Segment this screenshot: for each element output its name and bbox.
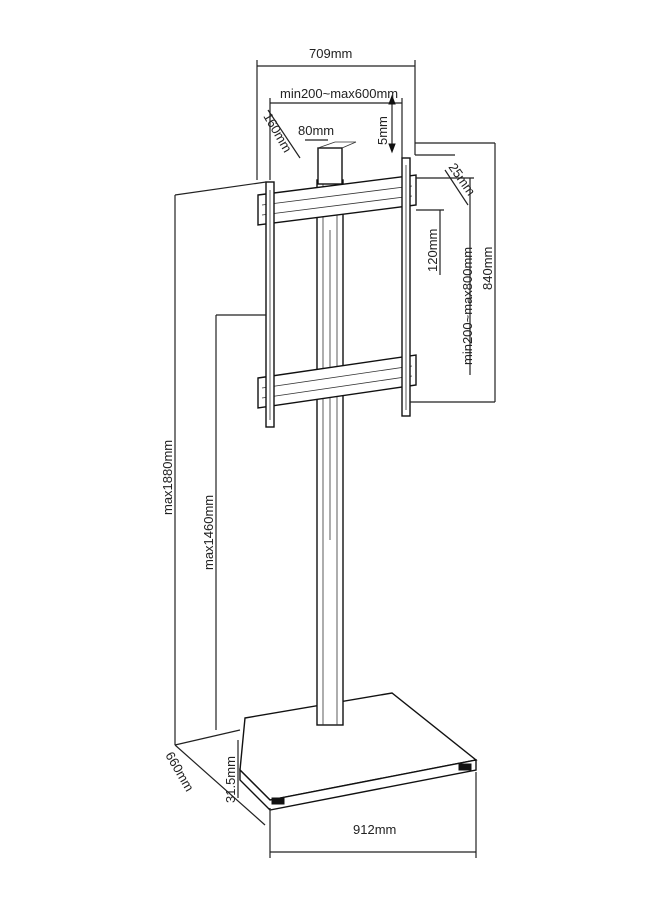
column bbox=[316, 141, 357, 726]
label-base-thickness: 31.5mm bbox=[223, 756, 238, 803]
label-plate-width: 709mm bbox=[309, 46, 352, 61]
upper-crossbar bbox=[257, 174, 417, 226]
label-arm-width: 80mm bbox=[298, 123, 334, 138]
left-vesa-rail bbox=[265, 181, 275, 428]
label-tilt-adjust: 5mm bbox=[375, 116, 390, 145]
right-vesa-rail bbox=[401, 157, 411, 417]
label-base-width: 912mm bbox=[353, 822, 396, 837]
label-vesa-horizontal: min200~max600mm bbox=[280, 86, 398, 101]
base-plate bbox=[239, 692, 478, 811]
label-max-height: max1880mm bbox=[160, 440, 175, 515]
label-max-center-height: max1460mm bbox=[201, 495, 216, 570]
label-base-depth: 660mm bbox=[162, 749, 197, 794]
lower-crossbar bbox=[257, 354, 417, 409]
label-rail-gap: 120mm bbox=[425, 229, 440, 272]
label-rail-length: 840mm bbox=[480, 247, 495, 290]
label-vesa-vertical: min200~max800mm bbox=[460, 247, 475, 365]
dimension-lines bbox=[174, 60, 496, 858]
label-arm-depth: 160mm bbox=[260, 110, 295, 155]
